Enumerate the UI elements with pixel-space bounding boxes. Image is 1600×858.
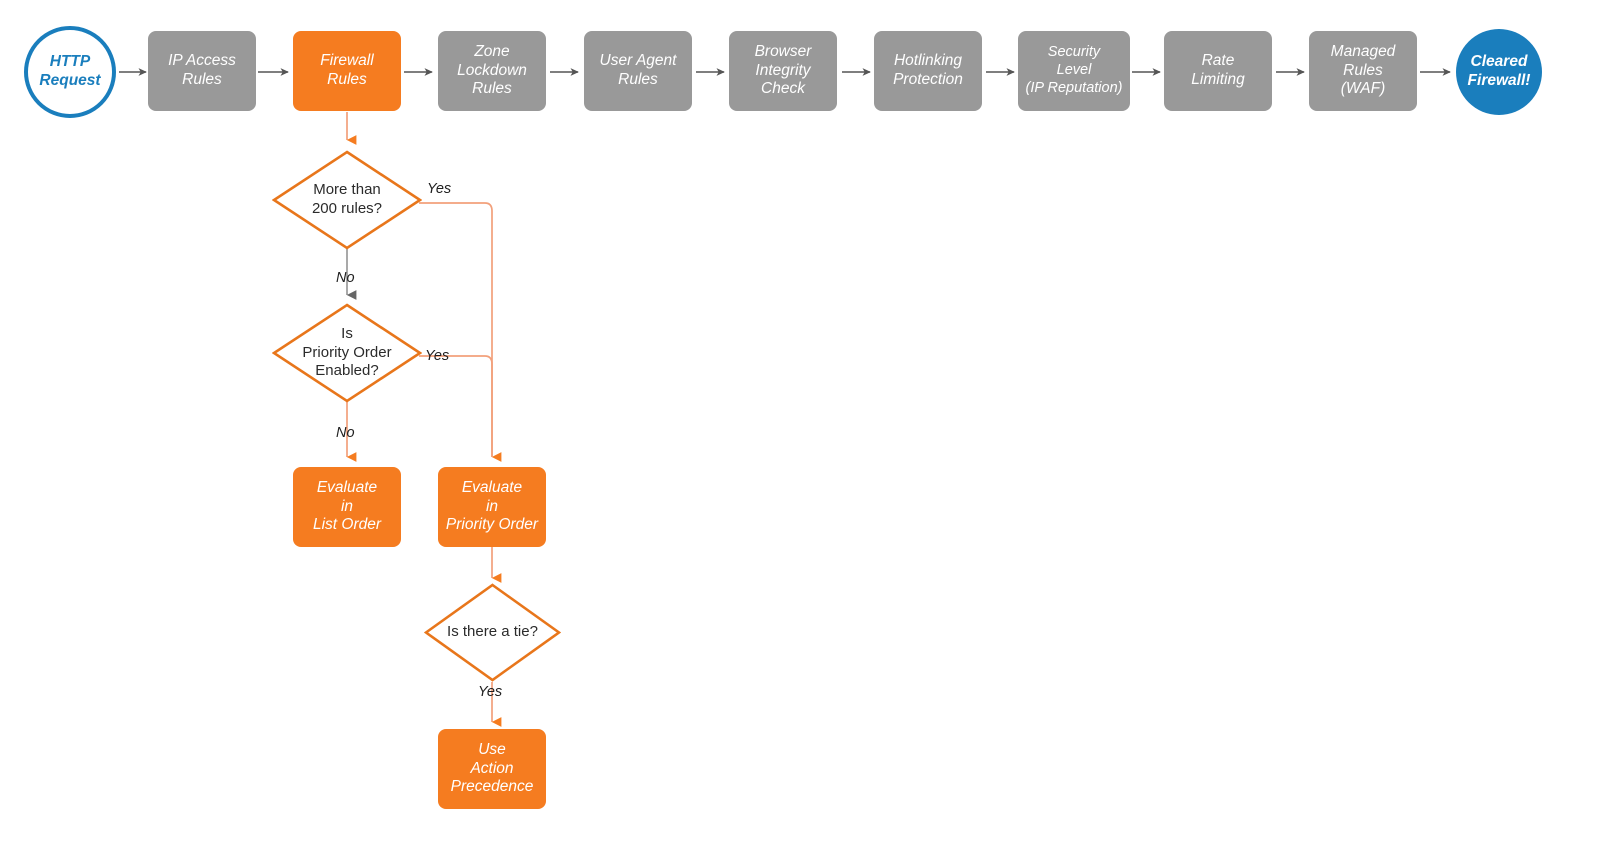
edge-label-is-tie-yes: Yes: [478, 684, 503, 700]
decision-is-there-a-tie-label: Is there a tie?: [447, 623, 538, 641]
edge-label-more-than-200-yes: Yes: [427, 181, 452, 197]
node-ip-access-rules[interactable]: IP Access Rules: [148, 31, 256, 111]
node-use-action-precedence[interactable]: Use Action Precedence: [438, 729, 546, 809]
node-evaluate-in-priority-order[interactable]: Evaluate in Priority Order: [438, 467, 546, 547]
node-hotlinking-protection[interactable]: Hotlinking Protection: [874, 31, 982, 111]
node-firewall-rules[interactable]: Firewall Rules: [293, 31, 401, 111]
node-zone-lockdown-rules-label: Zone Lockdown Rules: [457, 42, 527, 98]
node-rate-limiting[interactable]: Rate Limiting: [1164, 31, 1272, 111]
node-user-agent-rules-label: User Agent Rules: [599, 52, 677, 88]
node-managed-rules-waf[interactable]: Managed Rules (WAF): [1309, 31, 1417, 111]
node-browser-integrity-check-label: Browser Integrity Check: [754, 42, 812, 98]
decision-priority-order-enabled[interactable]: Is Priority Order Enabled?: [272, 303, 422, 403]
node-ip-access-rules-label: IP Access Rules: [168, 52, 236, 88]
node-use-action-precedence-label: Use Action Precedence: [450, 740, 534, 796]
node-http-request-label: HTTP Request: [39, 53, 101, 89]
decision-is-there-a-tie[interactable]: Is there a tie?: [424, 583, 561, 682]
diamond-shape-icon: [424, 583, 561, 682]
node-evaluate-in-priority-order-label: Evaluate in Priority Order: [445, 478, 539, 534]
node-security-level[interactable]: Security Level (IP Reputation): [1018, 31, 1130, 111]
edge-priority-yes: [419, 355, 493, 457]
node-user-agent-rules[interactable]: User Agent Rules: [584, 31, 692, 111]
decision-more-than-200-rules-label: More than 200 rules?: [311, 181, 383, 217]
edge-label-priority-order-no: No: [336, 425, 355, 441]
node-evaluate-in-list-order-label: Evaluate in List Order: [312, 478, 382, 534]
edge-label-more-than-200-no: No: [336, 270, 355, 286]
diamond-shape-icon: [272, 303, 422, 403]
node-security-level-label: Security Level (IP Reputation): [1025, 44, 1123, 96]
node-cleared-firewall-label: Cleared Firewall!: [1467, 53, 1531, 89]
node-zone-lockdown-rules[interactable]: Zone Lockdown Rules: [438, 31, 546, 111]
node-hotlinking-protection-label: Hotlinking Protection: [893, 52, 963, 88]
node-evaluate-in-list-order[interactable]: Evaluate in List Order: [293, 467, 401, 547]
node-http-request[interactable]: HTTP Request: [24, 26, 116, 118]
edge-label-priority-order-yes: Yes: [425, 348, 450, 364]
node-browser-integrity-check[interactable]: Browser Integrity Check: [729, 31, 837, 111]
node-cleared-firewall[interactable]: Cleared Firewall!: [1456, 29, 1542, 115]
decision-priority-order-enabled-label: Is Priority Order Enabled?: [302, 324, 392, 380]
decision-more-than-200-rules[interactable]: More than 200 rules?: [272, 150, 422, 250]
node-managed-rules-waf-label: Managed Rules (WAF): [1330, 42, 1396, 98]
node-firewall-rules-label: Firewall Rules: [320, 52, 374, 88]
node-rate-limiting-label: Rate Limiting: [1191, 52, 1245, 88]
edge-more200-yes: [419, 202, 502, 462]
